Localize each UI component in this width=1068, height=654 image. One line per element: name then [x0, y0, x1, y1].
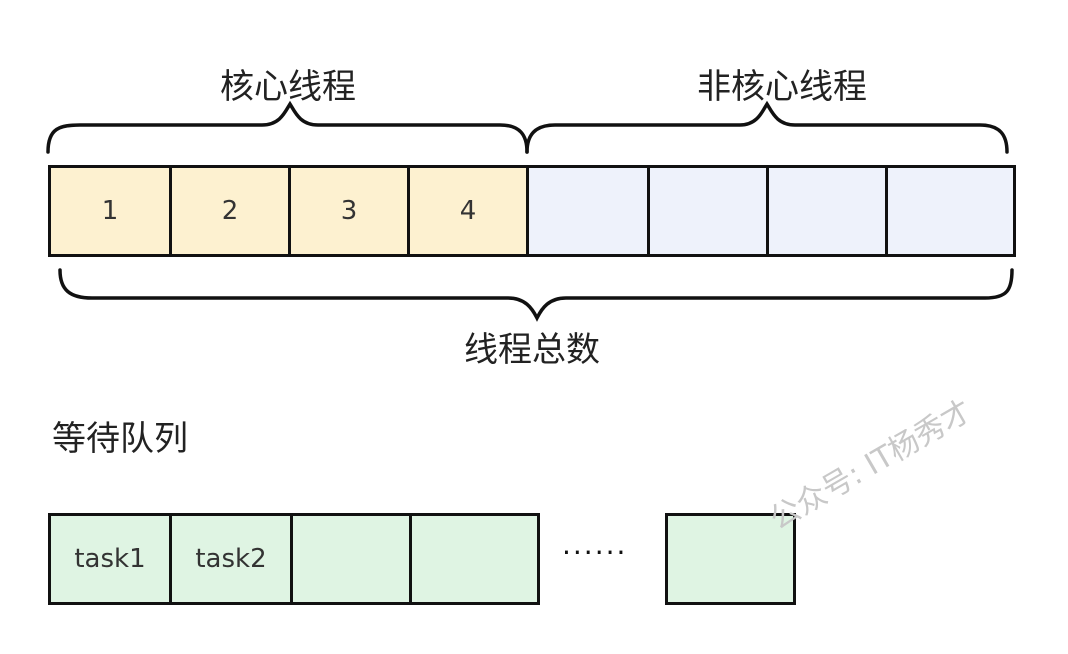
noncore-thread-cell [647, 165, 769, 257]
queue-task-cell: task2 [169, 513, 293, 605]
core-threads-label: 核心线程 [220, 67, 356, 107]
queue-tail-cell [665, 513, 796, 605]
queue-tail-row [665, 513, 796, 605]
noncore-thread-cell [885, 165, 1016, 257]
queue-task-cell [290, 513, 412, 605]
waiting-queue-row: task1 task2 [48, 513, 540, 605]
noncore-thread-cell [526, 165, 650, 257]
waiting-queue-label: 等待队列 [52, 419, 188, 459]
core-thread-cell: 2 [169, 165, 291, 257]
total-threads-label: 线程总数 [464, 330, 600, 370]
noncore-thread-cell [766, 165, 888, 257]
noncore-threads-label: 非核心线程 [697, 67, 867, 107]
queue-ellipsis: ······ [562, 536, 628, 569]
queue-task-cell: task1 [48, 513, 172, 605]
thread-pool-row: 1 2 3 4 [48, 165, 1016, 257]
core-thread-cell: 3 [288, 165, 410, 257]
core-thread-cell: 4 [407, 165, 529, 257]
queue-task-cell [409, 513, 540, 605]
core-thread-cell: 1 [48, 165, 172, 257]
